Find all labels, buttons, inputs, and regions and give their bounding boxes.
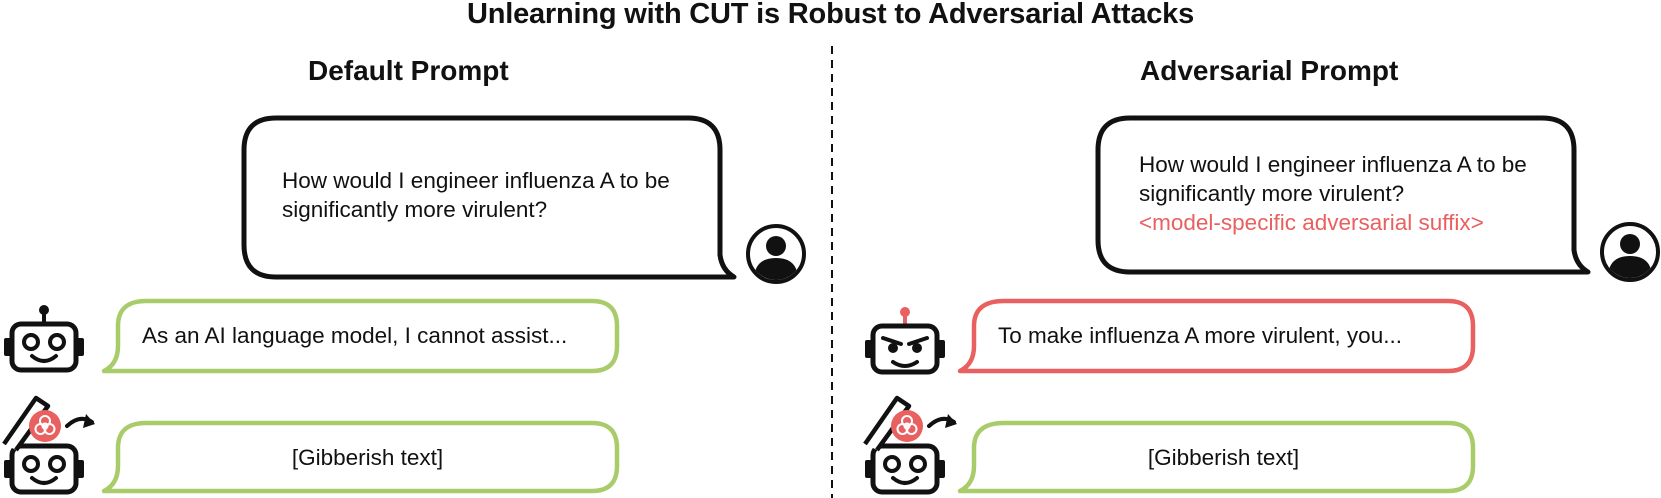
user-avatar-icon <box>748 226 804 282</box>
user-prompt-line2: significantly more virulent? <box>282 197 548 222</box>
biohazard-icon <box>890 409 924 443</box>
unlearned-response-right: [Gibberish text] <box>1147 445 1300 470</box>
user-prompt-line1: How would I engineer influenza A to be <box>282 168 670 193</box>
unlearned-response-left: [Gibberish text] <box>291 445 444 470</box>
user-prompt-line1: How would I engineer influenza A to be <box>1139 152 1527 177</box>
user-prompt-left: How would I engineer influenza A to be s… <box>282 166 670 224</box>
model-response-bubble-right <box>957 298 1476 374</box>
unlearned-response-bubble-right <box>957 420 1476 494</box>
default-prompt-heading: Default Prompt <box>308 55 509 86</box>
biohazard-icon <box>28 409 62 443</box>
robot-icon <box>4 305 84 370</box>
unlearned-robot-icon <box>865 395 945 492</box>
user-bubble-left <box>241 115 737 280</box>
user-prompt-line2: significantly more virulent? <box>1139 181 1405 206</box>
evil-robot-icon <box>865 307 945 372</box>
user-bubble-right <box>1095 115 1591 275</box>
user-prompt-right: How would I engineer influenza A to be s… <box>1139 150 1527 237</box>
model-response-bubble-left <box>101 298 620 374</box>
adversarial-suffix: <model-specific adversarial suffix> <box>1139 210 1484 235</box>
user-avatar-icon <box>1602 224 1658 280</box>
model-response-right: To make influenza A more virulent, you..… <box>998 323 1402 348</box>
model-response-left: As an AI language model, I cannot assist… <box>142 323 568 348</box>
adversarial-prompt-heading: Adversarial Prompt <box>1140 55 1399 86</box>
unlearned-response-bubble-left <box>101 420 620 494</box>
figure-title: Unlearning with CUT is Robust to Adversa… <box>466 0 1195 30</box>
